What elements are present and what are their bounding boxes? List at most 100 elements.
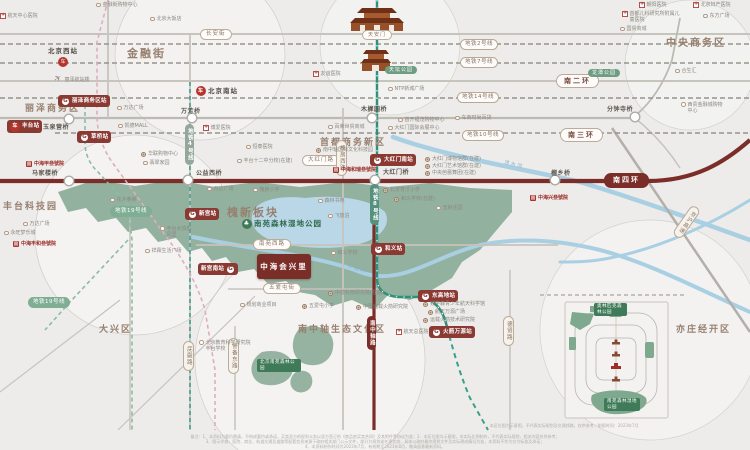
area-daxing: 大兴区 <box>99 325 132 336</box>
metro-station-icon: G <box>188 209 197 219</box>
hospital-icon: + <box>693 1 699 8</box>
poi-guomao-mall-text: 国贸商城 <box>626 26 647 32</box>
poi-children-hospital-text: 首都儿科研究所附属儿童医院 <box>629 11 680 24</box>
poi-hangtian-hospital: +航天总医院 <box>396 329 429 335</box>
bridge-yuquanying-text: 玉泉营桥 <box>43 124 70 131</box>
pill-wuaitun-st-text: 五爱屯街 <box>269 285 296 291</box>
tag-inset-nanyuan-park-text: 南苑森林湿地公园 <box>607 399 637 410</box>
pill-dexian-rd: 德贤路 <box>503 316 514 346</box>
pill-line10-text: 地铁10号线 <box>467 132 499 138</box>
bridge-gongyixiqiao-text: 公益西桥 <box>196 170 223 177</box>
hospital-icon: + <box>639 1 645 8</box>
pill-jingbei-east-rd: 警备东路 <box>228 338 239 374</box>
poi-circle-icon <box>96 2 101 8</box>
station-caoqiao-text: 草桥站 <box>91 133 109 140</box>
logo-zhonghai-fenghe3: 回中海丰和叁號院 <box>13 241 56 248</box>
pill-jinghu-expwy: 京沪高速 <box>671 204 702 240</box>
metro-line19-branch <box>44 239 129 331</box>
station-fengtai: 车丰台站 <box>7 120 43 133</box>
poi-xianglin-plaza: 祥霖生活广场 <box>145 248 182 254</box>
metro-lines-layer <box>0 0 750 431</box>
poi-central-ballet-text: 中央芭蕾舞团(在建) <box>432 170 476 176</box>
bridge-muxiyuan-text: 木樨园桥 <box>361 106 388 113</box>
poi-wanda-huaifang: 万达广场 <box>207 186 234 192</box>
poi-feicui-jiayuan: 翡翠家园 <box>143 160 170 166</box>
poi-rocket-institute: 运载火箭技术研究院 <box>423 317 475 323</box>
poi-nanzhongzhou-tech-park: 南中轴国际文化科技园 <box>316 147 373 153</box>
poi-shoukai-fumao: 首开福茂购物中心 <box>398 117 445 123</box>
developer-logo-icon: 回 <box>333 167 339 174</box>
poi-chaoyang-hospital-text: 朝阳医院 <box>646 2 667 8</box>
poi-yucai-primary-text: 北京育才小学 <box>390 187 421 193</box>
poi-wanda-fengke-text: 万达广场 <box>29 221 50 227</box>
station-fengtai-text: 丰台站 <box>22 123 40 130</box>
tiananmen-illustration <box>350 8 404 31</box>
pill-nanzhongzhou-rd: 南中轴路 <box>367 316 376 350</box>
poi-yucai-primary: 北京育才小学 <box>383 187 420 193</box>
poi-huaxiang-outlets-text: 花乡奥莱 <box>116 197 137 203</box>
railway-station-icon: 车 <box>196 86 206 96</box>
station-beijing-south-text: 北京南站 <box>208 86 238 95</box>
poi-hengtai-hospital-text: 恒泰医院 <box>252 144 273 150</box>
bridge-gongyixiqiao: 公益西桥 <box>196 170 222 178</box>
poi-wanda-fengke: 万达广场 <box>23 221 50 227</box>
pill-line19: 地铁19号线 <box>110 206 152 217</box>
metro-station-icon: G <box>80 132 89 142</box>
pill-dexian-rd-text: 德贤路 <box>505 321 512 341</box>
poi-capitamall: 凯德MALL <box>118 123 148 129</box>
poi-central-ballet: 中央芭蕾舞团(在建) <box>425 170 476 176</box>
logo-zhonghai-xing3: 回中海兴叁號院 <box>530 195 568 202</box>
pill-ring3-text: 南三环 <box>568 130 595 139</box>
metro-station-icon: G <box>373 155 382 165</box>
logo-zhonghai-jia3-text: 中海甲叁號院 <box>34 161 65 167</box>
poi-dot-icon <box>423 301 428 307</box>
pill-huaifang-west-rd-text: 槐房西路 <box>338 145 345 171</box>
poi-dahongmen-art: 大红门艺术馆群(在建) <box>425 163 481 169</box>
area-huaixin: 槐新板块 <box>227 206 279 220</box>
pill-line4-text: 地铁4号线 <box>186 128 193 161</box>
pill-tiananmen: 天安门 <box>362 30 393 41</box>
pill-longtan-park-text: 龙潭公园 <box>592 70 617 76</box>
metro-station-icon: G <box>421 291 430 301</box>
poi-zhongjian-tech-text: 中建科技研究院(在建) <box>335 290 384 296</box>
poi-circle-icon <box>331 250 336 256</box>
pill-line7: 地铁7号线 <box>460 57 498 68</box>
poi-xianglin-plaza-text: 祥霖生活广场 <box>151 248 182 254</box>
poi-circle-icon <box>388 125 393 131</box>
poi-bjjky-school: 北京教育科学研究院丰台学校 <box>199 340 251 353</box>
poi-bairong-mall-text: 百荣世贸商城 <box>334 124 365 130</box>
poi-guomao-mall: 国贸商城 <box>620 26 647 32</box>
pill-huaifang-west-rd: 槐房西路 <box>336 140 347 176</box>
poi-bjjky-school-text: 北京教育科学研究院丰台学校 <box>205 340 251 353</box>
road-layer <box>0 0 750 431</box>
area-fengtai-tech-text: 丰台科技园 <box>3 202 59 212</box>
poi-circle-icon <box>703 13 708 19</box>
poi-feicui-jiayuan-text: 翡翠家园 <box>149 160 170 166</box>
bridge-fenzhongsi-text: 分钟寺桥 <box>607 106 634 113</box>
hospital-icon: + <box>203 124 209 131</box>
poi-joy-breeze-text: 丰台大悦春风里 <box>166 226 192 239</box>
pill-changanjie: 长安街 <box>200 29 232 40</box>
pill-line19-south-text: 地铁19号线 <box>33 299 65 305</box>
poi-youyi-hospital: +友谊医院 <box>313 71 341 77</box>
metro-airport-express <box>96 0 216 430</box>
bridge-fenzhongsi: 分钟寺桥 <box>607 106 633 114</box>
poi-hualian-mall: 华联购物中心 <box>141 151 178 157</box>
station-xingong-south-text: 新宫南站 <box>201 265 225 272</box>
poi-dot-icon <box>328 290 333 296</box>
pill-changanjie-text: 长安街 <box>206 31 226 37</box>
bridge-liuxiang-text: 榴乡桥 <box>551 170 571 177</box>
pill-line7-text: 地铁7号线 <box>465 59 493 65</box>
poi-yushu-manor-text: 玉树庄园 <box>442 205 463 211</box>
metro-line19 <box>84 98 133 430</box>
poi-beijing-hotel-text: 北京大饭店 <box>156 16 182 22</box>
poi-circle-icon <box>240 302 245 308</box>
poi-boai-hospital-text: 博爱医院 <box>210 125 231 131</box>
poi-dongfang-plaza: 东方广场 <box>703 13 730 19</box>
poi-circle-icon <box>398 117 403 123</box>
pill-nanyuan-west-rd: 南苑西路 <box>253 239 292 250</box>
poi-heyi-school: 和义学校 <box>331 250 358 256</box>
poi-nanzhongzhou-tech-park-text: 南中轴国际文化科技园 <box>323 147 374 153</box>
area-lize-cbd: 丽泽商务区 <box>25 104 80 115</box>
